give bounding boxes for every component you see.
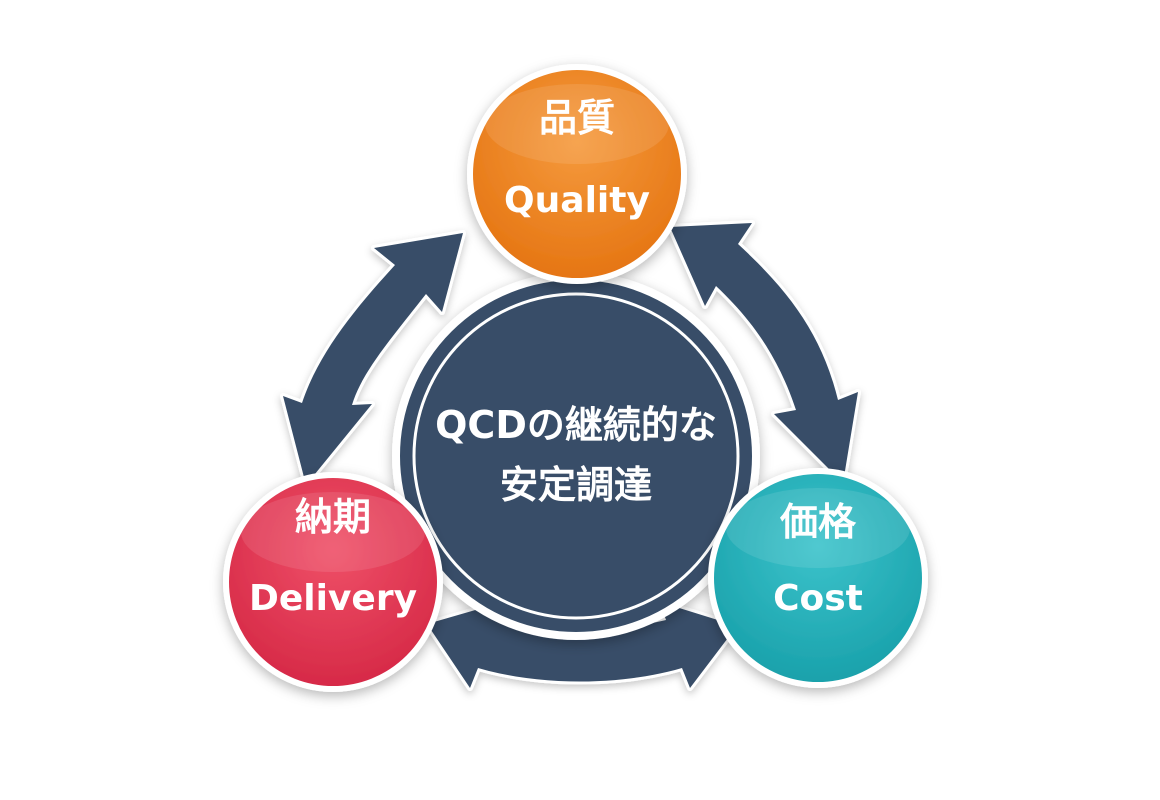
center-title-line1: QCDの継続的な: [435, 403, 717, 447]
arrow-quality-delivery: [280, 230, 466, 488]
node-delivery-jp-label: 納期: [295, 495, 371, 539]
node-delivery: [223, 472, 443, 692]
arrow-quality-cost: [667, 220, 861, 486]
node-cost-jp-label: 価格: [779, 500, 857, 544]
node-cost-en-label: Cost: [773, 578, 863, 619]
center-circle: [392, 272, 760, 640]
node-quality-en-label: Quality: [504, 180, 650, 221]
node-cost: [708, 468, 928, 688]
center-title-line2: 安定調達: [500, 463, 652, 507]
node-delivery-en-label: Delivery: [249, 578, 417, 619]
node-quality-jp-label: 品質: [539, 96, 615, 140]
node-quality: [467, 64, 687, 284]
